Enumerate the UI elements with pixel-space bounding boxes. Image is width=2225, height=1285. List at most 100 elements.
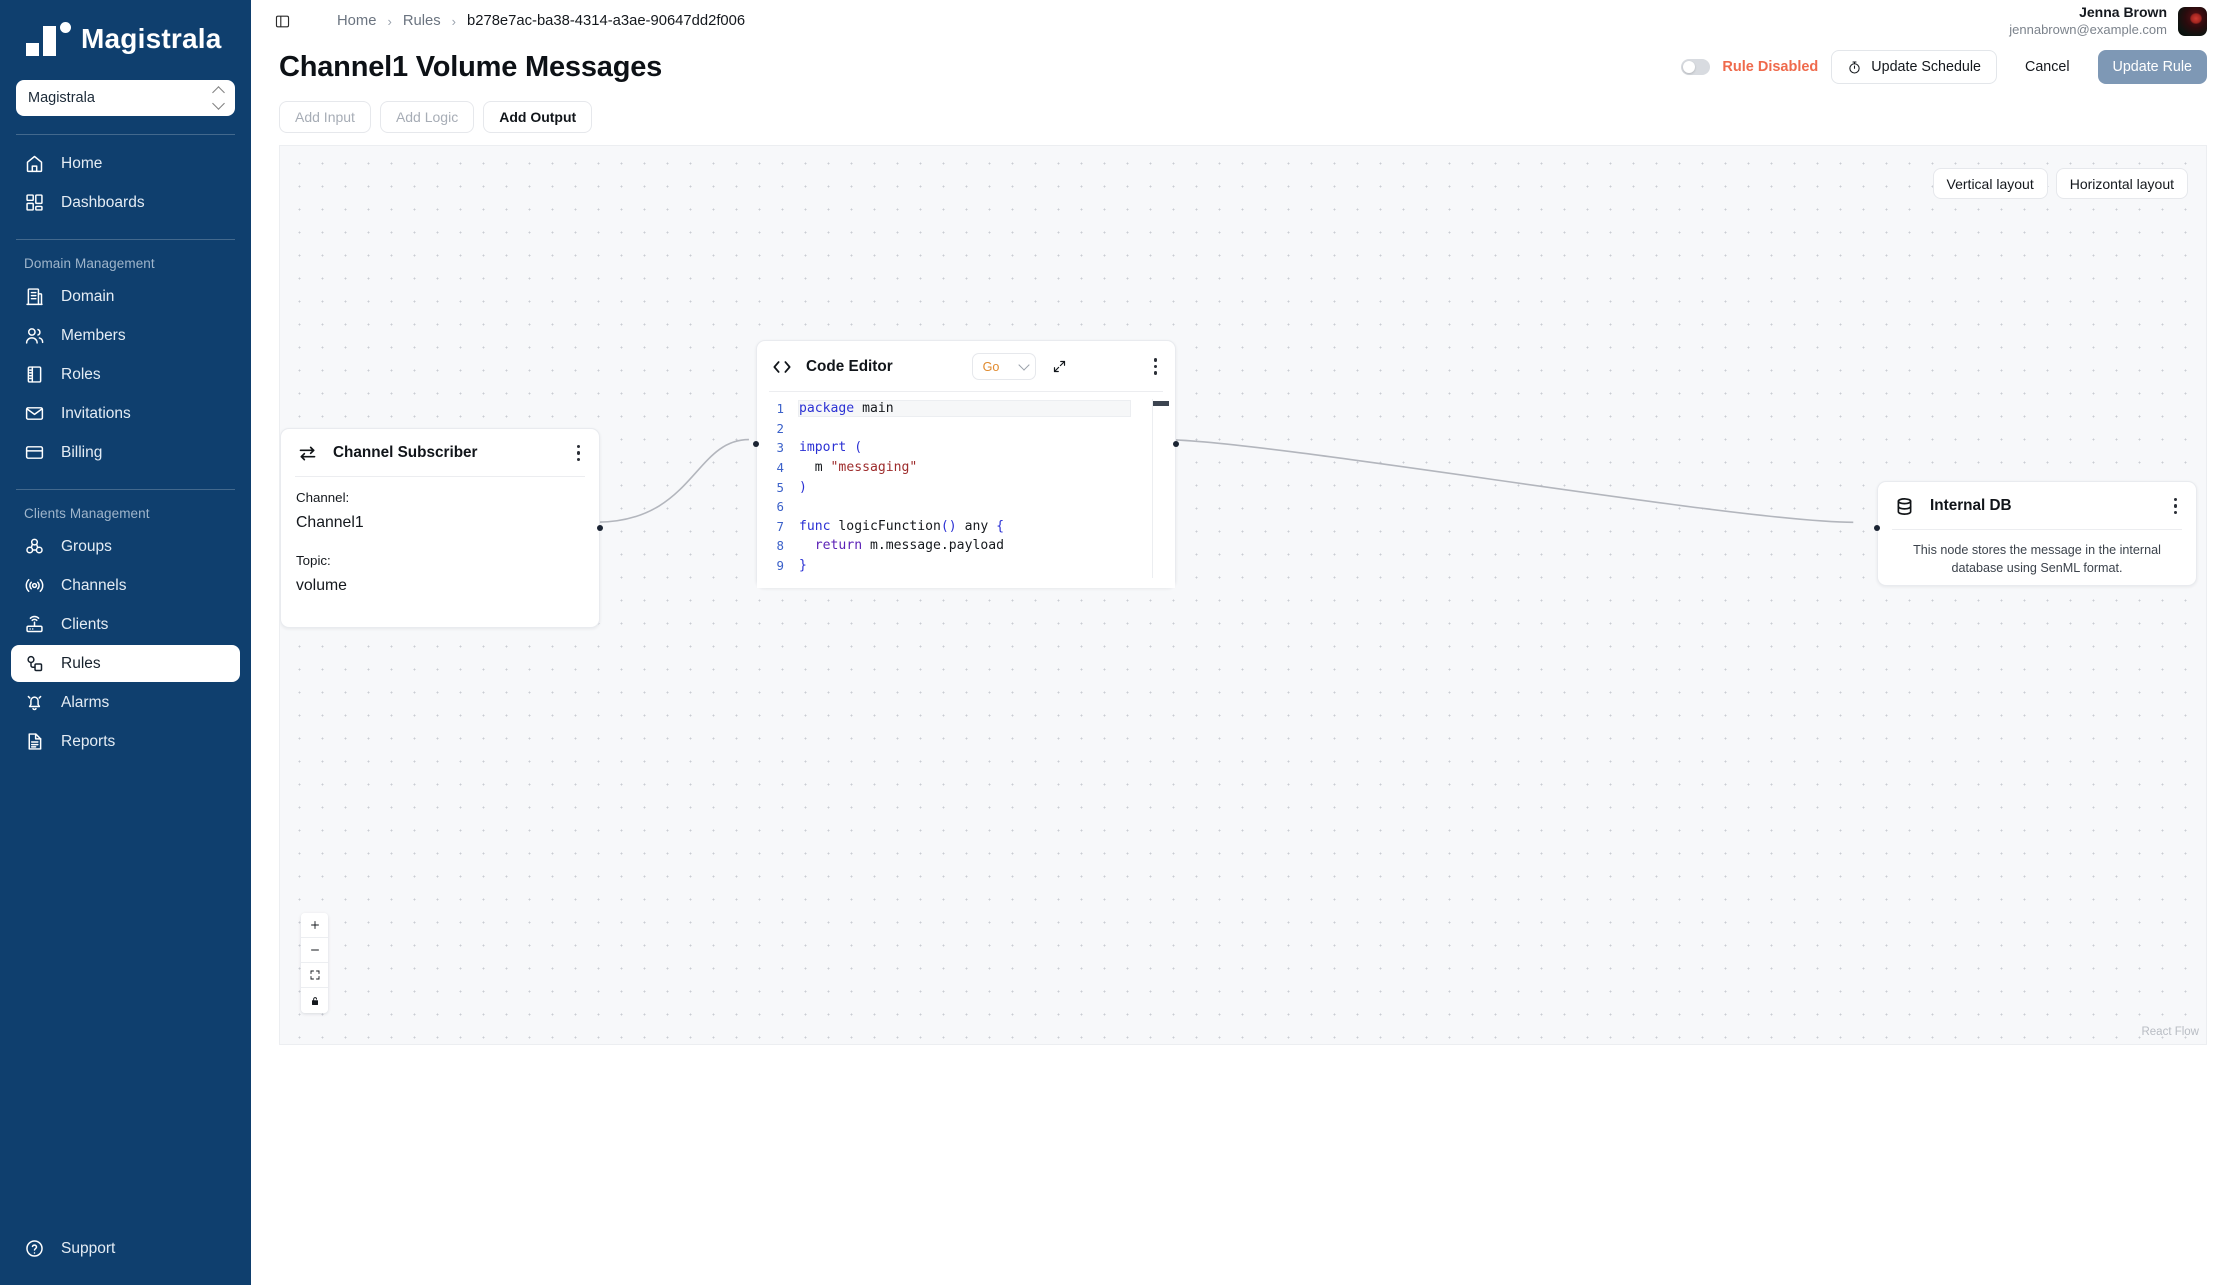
vertical-layout-button[interactable]: Vertical layout [1932, 168, 2048, 199]
sidebar-item-dashboards[interactable]: Dashboards [11, 184, 240, 221]
code-line-content: m "messaging" [799, 460, 918, 476]
tab-add-output[interactable]: Add Output [483, 101, 593, 133]
code-line-number: 9 [776, 558, 784, 574]
grid-icon [24, 192, 45, 213]
node-internal-db[interactable]: Internal DB This node stores the message… [1877, 481, 2197, 586]
sidebar-item-rules[interactable]: Rules [11, 645, 240, 682]
sidebar-section-domain-management: Domain Management [24, 256, 155, 271]
node-add-tabs: Add Input Add Logic Add Output [251, 84, 2225, 145]
sidebar-toggle-icon[interactable] [271, 10, 293, 32]
tab-label: Add Logic [395, 109, 459, 125]
sidebar-item-alarms[interactable]: Alarms [11, 684, 240, 721]
sidebar-item-label: Dashboards [61, 193, 145, 211]
port-code-in[interactable] [753, 441, 759, 447]
code-line: 6 [757, 497, 1175, 517]
plus-icon [310, 921, 319, 929]
sidebar-item-label: Domain [61, 287, 115, 305]
code-line-number: 2 [776, 420, 784, 436]
domain-selector-value: Magistrala [28, 90, 95, 106]
horizontal-layout-button[interactable]: Horizontal layout [2055, 168, 2188, 199]
update-schedule-button[interactable]: Update Schedule [1831, 50, 1997, 84]
home-icon [24, 153, 45, 174]
port-db-in[interactable] [1874, 525, 1880, 531]
code-line-content: import ( [799, 440, 863, 456]
code-line: 5) [757, 477, 1175, 497]
domain-selector[interactable]: Magistrala [16, 80, 235, 116]
exchange-arrows-icon [296, 442, 318, 464]
sidebar-item-invitations[interactable]: Invitations [11, 395, 240, 432]
tab-label: Add Input [295, 109, 355, 125]
lock-icon [311, 996, 318, 1005]
breadcrumb-item-rules[interactable]: Rules [402, 13, 441, 29]
database-icon [1893, 495, 1915, 517]
cancel-button[interactable]: Cancel [2010, 50, 2085, 84]
sidebar-item-groups[interactable]: Groups [11, 528, 240, 565]
kebab-menu-icon[interactable] [573, 442, 584, 464]
code-brackets-icon [771, 359, 793, 375]
canvas-controls [301, 913, 328, 1013]
rules-nodes-icon [24, 653, 45, 674]
router-icon [24, 614, 45, 635]
port-code-out[interactable] [1173, 441, 1179, 447]
language-select[interactable]: Go [971, 353, 1036, 380]
minus-icon [310, 949, 319, 951]
node-title: Channel Subscriber [333, 444, 478, 462]
sidebar-item-members[interactable]: Members [11, 317, 240, 354]
zoom-out-button[interactable] [301, 938, 328, 963]
tab-add-logic[interactable]: Add Logic [379, 101, 475, 133]
magistrala-logo-icon [26, 22, 71, 56]
sidebar-item-roles[interactable]: Roles [11, 356, 240, 393]
sidebar-item-domain[interactable]: Domain [11, 278, 240, 315]
sidebar-divider-3 [16, 489, 235, 490]
port-subscriber-out[interactable] [597, 525, 603, 531]
sidebar-item-billing[interactable]: Billing [11, 434, 240, 471]
code-line-number: 7 [776, 518, 784, 534]
edge-code-to-db [1162, 438, 1854, 524]
credit-card-icon [24, 442, 45, 463]
zoom-in-button[interactable] [301, 913, 328, 938]
sidebar-item-label: Alarms [61, 693, 110, 711]
sidebar-item-support[interactable]: Support [11, 1230, 240, 1267]
book-icon [24, 364, 45, 385]
tab-label: Add Output [499, 109, 577, 125]
kebab-menu-icon[interactable] [1150, 355, 1161, 377]
code-scrollbar[interactable] [1152, 401, 1169, 406]
lock-canvas-button[interactable] [301, 988, 328, 1013]
rule-enable-toggle[interactable] [1681, 59, 1711, 75]
user-profile[interactable]: Jenna Brown jennabrown@example.com [2009, 4, 2207, 39]
update-rule-button[interactable]: Update Rule [2097, 50, 2207, 84]
sidebar-item-reports[interactable]: Reports [11, 723, 240, 760]
sidebar-item-home[interactable]: Home [11, 145, 240, 182]
document-icon [24, 731, 45, 752]
sidebar-item-label: Members [61, 326, 126, 344]
code-line-number: 6 [776, 499, 784, 515]
sidebar-item-clients[interactable]: Clients [11, 606, 240, 643]
sidebar-item-label: Clients [61, 615, 109, 633]
sidebar-item-label: Reports [61, 732, 116, 750]
language-select-value: Go [982, 359, 1000, 374]
flow-canvas[interactable]: Vertical layout Horizontal layout [279, 145, 2207, 1045]
fit-view-button[interactable] [301, 963, 328, 988]
expand-diagonal-icon[interactable] [1049, 356, 1071, 378]
sidebar-divider-2 [16, 239, 235, 240]
code-line-number: 1 [776, 401, 784, 417]
tab-add-input[interactable]: Add Input [279, 101, 371, 133]
cancel-label: Cancel [2025, 59, 2070, 75]
node-channel-subscriber[interactable]: Channel Subscriber Channel: Channel1 Top… [280, 428, 600, 628]
chevron-up-down-icon [212, 86, 225, 110]
channel-field-label: Channel: [296, 490, 350, 506]
sidebar-item-label: Roles [61, 365, 101, 383]
sidebar-item-channels[interactable]: Channels [11, 567, 240, 604]
flow-canvas-wrapper: Vertical layout Horizontal layout [279, 145, 2207, 1045]
breadcrumb-item-home[interactable]: Home [337, 13, 377, 29]
code-line-content: func logicFunction() any { [799, 518, 1004, 534]
code-line: 7 func logicFunction() any { [757, 517, 1175, 537]
sidebar-nav-domain: Domain Members Roles Invitations Billing [0, 278, 251, 471]
kebab-menu-icon[interactable] [2170, 495, 2181, 517]
edge-subscriber-to-code [595, 438, 749, 524]
avatar[interactable] [2178, 6, 2207, 36]
